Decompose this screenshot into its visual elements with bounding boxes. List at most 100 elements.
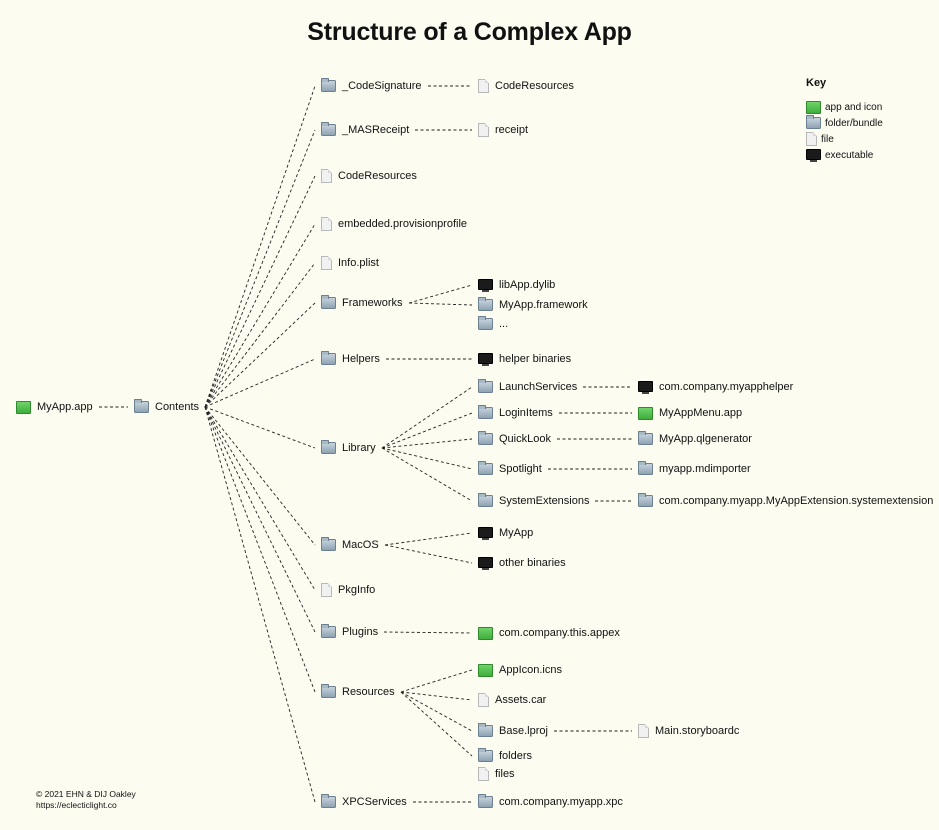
key-label: executable [825, 149, 874, 161]
node-label: Resources [342, 686, 395, 698]
node-xpc: com.company.myapp.xpc [478, 794, 623, 809]
node-myappmenu: MyAppMenu.app [638, 406, 742, 420]
diagram-title: Structure of a Complex App [307, 18, 632, 46]
key-item-file: file [806, 131, 883, 147]
source-url: https://eclecticlight.co [36, 800, 117, 810]
node-label: receipt [495, 124, 529, 136]
folder-icon [321, 537, 336, 551]
key-label: app and icon [825, 101, 883, 113]
file-icon [321, 583, 332, 597]
connector-contents-coderesources [204, 175, 316, 408]
node-pkginfo: PkgInfo [321, 583, 375, 597]
folder-icon [478, 748, 493, 762]
node-label: MacOS [342, 539, 379, 551]
node-label: libApp.dylib [499, 279, 556, 291]
folder-icon [478, 379, 493, 393]
key-legend: Key app and icon folder/bundle file exec… [806, 77, 883, 163]
node-label: com.company.myapp.MyAppExtension.systeme… [659, 495, 934, 507]
file-icon [638, 724, 649, 738]
file-icon [478, 123, 489, 137]
node-label: MyApp [499, 527, 534, 539]
node-label: embedded.provisionprofile [338, 218, 468, 230]
node-label: Contents [155, 401, 200, 413]
connector-resources-folders [400, 691, 473, 757]
node-label: folders [499, 750, 533, 762]
folder-icon [478, 723, 493, 737]
executable-icon [806, 148, 821, 162]
node-folders: folders [478, 748, 533, 763]
node-plugins: Plugins [321, 624, 378, 639]
node-spotlight: Spotlight [478, 461, 542, 476]
connector-plugins-appex [383, 631, 473, 634]
node-library: Library [321, 440, 376, 455]
node-label: myapp.mdimporter [659, 463, 751, 475]
node-storyboard: Main.storyboardc [638, 724, 739, 738]
node-loginitems: LoginItems [478, 405, 553, 420]
folder-icon [478, 316, 493, 330]
folder-icon [478, 461, 493, 475]
connector-library-loginitems [381, 412, 473, 449]
key-item-executable: executable [806, 147, 883, 163]
connector-frameworks-myappfw [408, 302, 473, 306]
folder-icon [638, 431, 653, 445]
connector-contents-plugins [204, 406, 316, 633]
node-myappfw: MyApp.framework [478, 297, 588, 312]
app-icon [16, 400, 31, 414]
copyright-text: © 2021 EHN & DIJ Oakley [36, 789, 136, 799]
file-icon [321, 217, 332, 231]
app-icon [478, 663, 493, 677]
node-resources: Resources [321, 684, 395, 699]
node-label: Info.plist [338, 257, 379, 269]
file-icon [478, 767, 489, 781]
node-label: com.company.myapphelper [659, 381, 794, 393]
node-sysextbundle: com.company.myapp.MyAppExtension.systeme… [638, 493, 934, 508]
folder-icon [478, 493, 493, 507]
node-label: Assets.car [495, 694, 547, 706]
folder-icon [478, 297, 493, 311]
node-frameworks: Frameworks [321, 295, 403, 310]
executable-icon [478, 526, 493, 540]
node-assets: Assets.car [478, 693, 546, 707]
node-appex: com.company.this.appex [478, 626, 620, 640]
node-label: helper binaries [499, 353, 572, 365]
node-masreceipt: _MASReceipt [321, 122, 409, 137]
node-label: MyAppMenu.app [659, 407, 743, 419]
folder-icon [134, 399, 149, 413]
node-coderesources: CodeResources [321, 169, 417, 183]
file-icon [478, 693, 489, 707]
key-label: file [821, 133, 834, 145]
folder-icon [321, 684, 336, 698]
key-title: Key [806, 77, 827, 89]
connector-frameworks-libapp [408, 284, 473, 304]
node-label: QuickLook [499, 433, 551, 445]
node-label: Library [342, 442, 376, 454]
node-myapp: MyApp.app [16, 400, 93, 414]
connector-library-spotlight [381, 447, 473, 470]
node-label: com.company.myapp.xpc [499, 796, 623, 808]
node-sysext: SystemExtensions [478, 493, 589, 508]
node-label: Frameworks [342, 297, 403, 309]
node-label: LaunchServices [499, 381, 578, 393]
app-icon [638, 406, 653, 420]
node-quicklook: QuickLook [478, 431, 551, 446]
connector-contents-infoplist [204, 262, 316, 408]
node-myappbin: MyApp [478, 526, 533, 540]
folder-icon [478, 431, 493, 445]
key-item-app: app and icon [806, 99, 883, 115]
key-item-folder: folder/bundle [806, 115, 883, 131]
folder-icon [638, 493, 653, 507]
node-mdimporter: myapp.mdimporter [638, 461, 751, 476]
node-label: LoginItems [499, 407, 553, 419]
key-label: folder/bundle [825, 117, 883, 129]
node-otherbin: other binaries [478, 556, 566, 570]
connector-resources-baselproj [400, 691, 473, 732]
connector-contents-codesig [204, 85, 316, 408]
node-label: Base.lproj [499, 725, 548, 737]
node-appicon: AppIcon.icns [478, 663, 562, 677]
connector-library-quicklook [381, 438, 473, 449]
folder-icon [478, 794, 493, 808]
connector-contents-helpers [204, 358, 316, 408]
file-icon [321, 256, 332, 270]
